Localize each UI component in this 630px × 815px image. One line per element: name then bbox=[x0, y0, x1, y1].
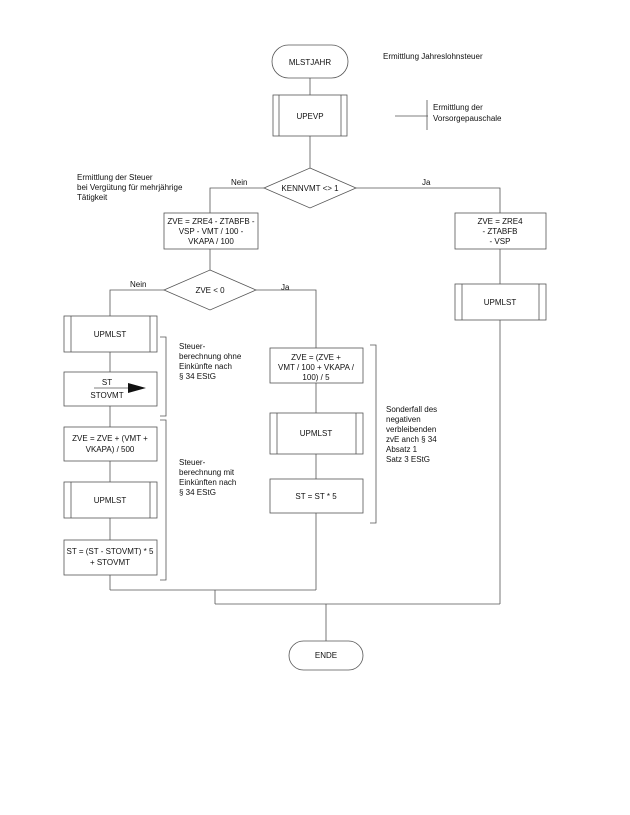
note-ohne-line-2: berechnung ohne bbox=[179, 352, 242, 361]
st-times-label: ST = ST * 5 bbox=[295, 492, 337, 501]
start-terminal: MLSTJAHR bbox=[271, 44, 349, 79]
upevp-label: UPEVP bbox=[296, 112, 323, 121]
zve-vmt-line-2: VKAPA) / 500 bbox=[86, 445, 135, 454]
zve-left-process: ZVE = ZRE4 - ZTABFB - VSP - VMT / 100 - … bbox=[163, 212, 259, 250]
decision-kennvmt: KENNVMT <> 1 bbox=[262, 167, 358, 209]
note-mit-line-2: berechnung mit bbox=[179, 468, 235, 477]
zve-right-line-2: - ZTABFB bbox=[483, 227, 518, 236]
steuer-note-line-1: Ermittlung der Steuer bbox=[77, 173, 153, 182]
note-mit-line-4: § 34 EStG bbox=[179, 488, 216, 497]
decision-kennvmt-no: Nein bbox=[231, 178, 247, 187]
upmlst-left-2-label: UPMLST bbox=[94, 496, 127, 505]
st-assign-process: ST STOVMT bbox=[63, 371, 158, 407]
st-final-line-2: + STOVMT bbox=[90, 558, 130, 567]
steuer-note-line-2: bei Vergütung für mehrjährige bbox=[77, 183, 183, 192]
title-note: Ermittlung Jahreslohnsteuer bbox=[383, 52, 483, 61]
steuer-note-line-3: Tätigkeit bbox=[77, 193, 108, 202]
zve-left-line-3: VKAPA / 100 bbox=[188, 237, 234, 246]
zve-right-process: ZVE = ZRE4 - ZTABFB - VSP bbox=[454, 212, 547, 250]
note-sonder-line-3: verbleibenden bbox=[386, 425, 436, 434]
assign-arrow-icon bbox=[128, 383, 146, 393]
st-final-process: ST = (ST - STOVMT) * 5 + STOVMT bbox=[63, 539, 158, 576]
zve-special-line-1: ZVE = (ZVE + bbox=[291, 353, 341, 362]
decision-zve-label: ZVE < 0 bbox=[195, 286, 225, 295]
note-ohne-line-3: Einkünfte nach bbox=[179, 362, 232, 371]
note-sonder-line-4: zvE anch § 34 bbox=[386, 435, 437, 444]
upevp-note-line-2: Vorsorgepauschale bbox=[433, 114, 502, 123]
upevp-subroutine: UPEVP bbox=[272, 94, 348, 137]
upmlst-left-1-subroutine: UPMLST bbox=[63, 315, 158, 353]
upmlst-middle-label: UPMLST bbox=[300, 429, 333, 438]
decision-zve-no: Nein bbox=[130, 280, 146, 289]
upevp-note-line-1: Ermittlung der bbox=[433, 103, 483, 112]
zve-vmt-process: ZVE = ZVE + (VMT + VKAPA) / 500 bbox=[63, 426, 158, 462]
note-sonder-line-1: Sonderfall des bbox=[386, 405, 437, 414]
note-mit-line-3: Einkünften nach bbox=[179, 478, 236, 487]
zve-special-process: ZVE = (ZVE + VMT / 100 + VKAPA / 100) / … bbox=[269, 347, 364, 384]
zve-left-line-1: ZVE = ZRE4 - ZTABFB - bbox=[167, 217, 255, 226]
note-ohne-line-1: Steuer- bbox=[179, 342, 206, 351]
start-label: MLSTJAHR bbox=[289, 58, 331, 67]
zve-vmt-line-1: ZVE = ZVE + (VMT + bbox=[72, 434, 148, 443]
zve-left-line-2: VSP - VMT / 100 - bbox=[179, 227, 244, 236]
upmlst-right-subroutine: UPMLST bbox=[454, 283, 547, 321]
zve-right-line-3: - VSP bbox=[490, 237, 511, 246]
upmlst-left-2-subroutine: UPMLST bbox=[63, 481, 158, 519]
st-assign-line-1: ST bbox=[102, 378, 112, 387]
decision-kennvmt-label: KENNVMT <> 1 bbox=[281, 184, 339, 193]
note-mit-line-1: Steuer- bbox=[179, 458, 206, 467]
end-label: ENDE bbox=[315, 651, 337, 660]
upmlst-right-label: UPMLST bbox=[484, 298, 517, 307]
decision-zve: ZVE < 0 bbox=[162, 269, 258, 311]
upmlst-middle-subroutine: UPMLST bbox=[269, 412, 364, 455]
connector-lines bbox=[109, 78, 501, 641]
decision-kennvmt-yes: Ja bbox=[422, 178, 431, 187]
note-sonder-line-6: Satz 3 EStG bbox=[386, 455, 430, 464]
st-times-process: ST = ST * 5 bbox=[269, 478, 364, 514]
note-sonder-line-5: Absatz 1 bbox=[386, 445, 418, 454]
upmlst-left-1-label: UPMLST bbox=[94, 330, 127, 339]
st-final-line-1: ST = (ST - STOVMT) * 5 bbox=[67, 547, 154, 556]
end-terminal: ENDE bbox=[288, 640, 364, 671]
st-assign-line-2: STOVMT bbox=[90, 391, 123, 400]
zve-special-line-3: 100) / 5 bbox=[302, 373, 330, 382]
note-sonder-line-2: negativen bbox=[386, 415, 421, 424]
note-ohne-line-4: § 34 EStG bbox=[179, 372, 216, 381]
zve-right-line-1: ZVE = ZRE4 bbox=[477, 217, 523, 226]
decision-zve-yes: Ja bbox=[281, 283, 290, 292]
zve-special-line-2: VMT / 100 + VKAPA / bbox=[278, 363, 355, 372]
